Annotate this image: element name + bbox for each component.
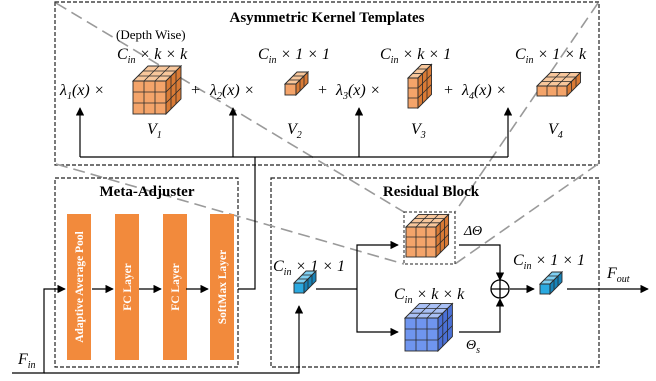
depthwise-note: (Depth Wise) xyxy=(116,27,186,42)
delta-theta-label: ΔΘ xyxy=(463,224,482,239)
cube-grid-line xyxy=(426,303,442,319)
meta-layer-label-3: FC Layer xyxy=(170,263,182,311)
f-in-label: Fin xyxy=(17,351,36,371)
kernel-v3-cube xyxy=(406,63,433,110)
residual-block-box xyxy=(270,177,600,368)
kernel-2-shape: Cin × 1 × 1 xyxy=(258,46,330,66)
theta-s-label: Θs xyxy=(466,338,480,356)
kernel-v1-cube xyxy=(131,64,183,116)
meta-layer-1 xyxy=(67,214,91,360)
lambda-4-term: λ4(x) × xyxy=(461,82,507,102)
output-conv-cube xyxy=(538,270,564,296)
plus-1: + xyxy=(190,82,201,99)
cube-front-face xyxy=(404,317,439,352)
cube-front-face xyxy=(407,77,419,109)
plus-2: + xyxy=(317,82,328,99)
static-kernel-cube xyxy=(403,302,454,353)
dynamic-kernel-highlight xyxy=(403,211,456,265)
cube-grid-line xyxy=(435,234,449,248)
v1-label: V1 xyxy=(147,121,162,141)
cube-grid-line xyxy=(154,65,171,82)
meta-layer-label-2: FC Layer xyxy=(122,263,134,311)
meta-layer-3 xyxy=(163,214,187,360)
templates-title: Asymmetric Kernel Templates xyxy=(230,10,425,26)
cube-grid-line xyxy=(437,325,453,341)
meta-adjuster-box xyxy=(54,177,239,368)
kernel-4-shape: Cin × 1 × k xyxy=(515,46,587,66)
cube-grid-line xyxy=(415,303,431,319)
meta-adjuster-title: Meta-Adjuster xyxy=(100,184,195,200)
cube-front-face xyxy=(293,282,305,294)
meta-layer-label-4: SoftMax Layer xyxy=(217,250,229,324)
cube-front-face xyxy=(536,85,568,97)
meta-layers: Adaptive Average Pool FC Layer FC Layer Sof… xyxy=(67,214,234,360)
kernel-3-shape: Cin × k × 1 xyxy=(380,46,451,66)
residual-wiring xyxy=(316,240,649,337)
input-wiring xyxy=(12,284,304,374)
cube-grid-line xyxy=(165,87,182,104)
cube-grid-line xyxy=(437,314,453,330)
kernel-v4-cube xyxy=(535,71,582,98)
cube-front-face xyxy=(284,83,297,96)
out-conv-shape: Cin × 1 × 1 xyxy=(513,252,585,272)
lambda-1-term: λ1(x) × xyxy=(59,82,105,102)
cube-front-face xyxy=(539,283,551,295)
cube-front-face xyxy=(132,80,167,115)
cube-grid-line xyxy=(143,65,160,82)
lambda-2-term: λ2(x) × xyxy=(209,82,255,102)
sum-node-cross xyxy=(491,280,509,298)
input-conv-cube xyxy=(292,269,318,295)
v3-label: V3 xyxy=(411,121,426,141)
kernel-v2-cube xyxy=(283,70,310,97)
kernel-1-shape: Cin × k × k xyxy=(117,46,188,66)
v4-label: V4 xyxy=(548,121,563,141)
residual-in-conv-label: Cin × 1 × 1 xyxy=(273,258,345,278)
cube-front-face xyxy=(405,226,437,258)
meta-layer-4 xyxy=(210,214,234,360)
static-branch-shape: Cin × k × k xyxy=(394,286,465,306)
cube-grid-line xyxy=(435,224,449,238)
cube-grid-line xyxy=(415,214,429,228)
cube-grid-line xyxy=(417,84,432,99)
cube-grid-line xyxy=(417,74,432,89)
meta-layer-2 xyxy=(115,214,139,360)
v2-label: V2 xyxy=(287,121,302,141)
lambda-3-term: λ3(x) × xyxy=(335,82,381,102)
f-out-label: Fout xyxy=(606,265,630,285)
cube-grid-line xyxy=(546,72,561,87)
cube-grid-line xyxy=(165,76,182,93)
cube-grid-line xyxy=(425,214,439,228)
plus-3: + xyxy=(443,82,454,99)
meta-layer-label-1: Adaptive Average Pool xyxy=(74,231,86,343)
cube-grid-line xyxy=(556,72,571,87)
residual-block-title: Residual Block xyxy=(383,184,480,200)
weight-arrows xyxy=(75,107,513,290)
dynamic-kernel-cube xyxy=(404,213,450,259)
